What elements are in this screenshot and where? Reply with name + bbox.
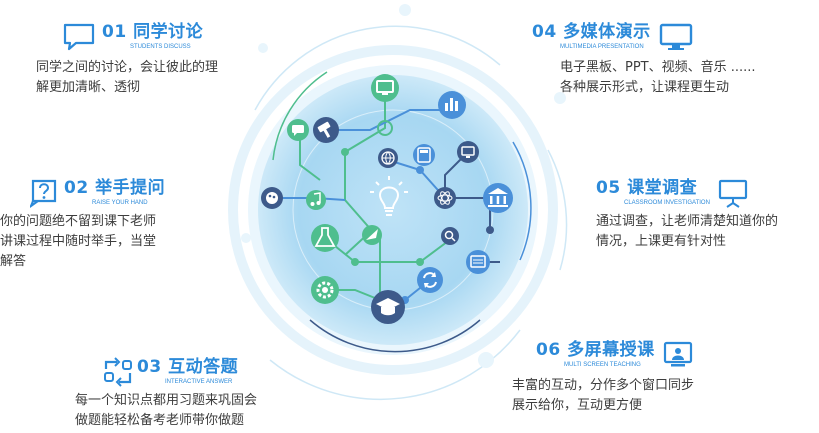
feature-title: 06 多屏幕授课	[536, 340, 655, 360]
node	[448, 106, 456, 114]
feature-interactive-answer: 03 互动答题 INTERACTIVE ANSWER 每一个知识点都用习题来巩固…	[75, 357, 333, 431]
news-icon	[466, 250, 490, 274]
flask-icon	[311, 224, 339, 252]
search-icon	[441, 227, 459, 245]
feature-description: 你的问题绝不留到课下老师 讲课过程中随时举手，当堂 解答	[0, 214, 157, 269]
feature-raise-your-hand: 02 举手提问 RAISE YOUR HAND 你的问题绝不留到课下老师 讲课过…	[0, 178, 240, 272]
feature-multimedia-presentation: 04 多媒体演示 MULTIMEDIA PRESENTATION 电子黑板、PP…	[532, 22, 802, 98]
node	[486, 226, 494, 234]
atom-icon	[434, 187, 456, 209]
chat-icon	[287, 119, 309, 141]
connector-line	[344, 231, 371, 256]
feature-title: 05 课堂调查	[596, 178, 698, 198]
node	[341, 148, 349, 156]
feature-description: 每一个知识点都用习题来巩固会 做题能轻松备考老师带你做题	[75, 393, 258, 428]
feature-title: 02 举手提问	[64, 178, 166, 198]
screen-teaching-icon	[663, 340, 693, 370]
connector-line	[309, 319, 481, 353]
connector-line	[445, 197, 491, 230]
globe-icon	[378, 148, 398, 168]
lightbulb-icon	[370, 176, 408, 216]
feature-subtitle: MULTIMEDIA PRESENTATION	[560, 44, 644, 50]
feature-subtitle: MULTI SCREEN TEACHING	[564, 362, 641, 368]
rocket-icon	[362, 225, 382, 245]
feature-description: 丰富的互动，分作多个窗口同步 展示给你，互动更方便	[512, 378, 695, 413]
palette-icon	[261, 187, 283, 209]
feature-multi-screen-teaching: 06 多屏幕授课 MULTI SCREEN TEACHING 丰富的互动，分作多…	[512, 340, 796, 416]
arc-ring	[254, 25, 501, 111]
calculator-icon	[413, 144, 435, 166]
graduation-cap-icon	[371, 290, 405, 324]
monitor-icon	[659, 22, 693, 52]
interactive-arrows-icon	[103, 357, 133, 387]
connector-line	[324, 235, 456, 263]
connector-line	[326, 109, 452, 131]
dot	[478, 352, 494, 368]
connector-line	[444, 151, 469, 198]
node	[311, 194, 319, 202]
feature-title: 01 同学讨论	[102, 22, 204, 42]
inner-ring	[292, 109, 494, 311]
music-icon	[306, 190, 326, 210]
question-icon	[28, 178, 58, 209]
tv-icon	[457, 141, 479, 163]
feature-description: 电子黑板、PPT、视频、音乐 ...... 各种展示形式，让课程更生动	[560, 60, 756, 95]
gear-icon	[311, 276, 339, 304]
connector-line	[326, 289, 381, 301]
dot	[399, 4, 411, 16]
hub-disc	[258, 75, 528, 345]
arc-ring	[547, 149, 568, 271]
connector-line	[387, 159, 446, 199]
feature-students-discuss: 01 同学讨论 STUDENTS DISCUSS 同学之间的讨论，会让彼此的理 …	[36, 22, 282, 98]
connector-line	[344, 88, 386, 300]
connector-line	[387, 279, 431, 306]
bank-icon	[483, 183, 513, 213]
feature-subtitle: INTERACTIVE ANSWER	[165, 379, 233, 385]
feature-classroom-investigation: 05 课堂调查 CLASSROOM INVESTIGATION 通过调查，让老师…	[596, 178, 816, 252]
connector-line	[512, 141, 532, 261]
bar-chart-icon	[438, 91, 466, 119]
feature-title: 03 互动答题	[137, 357, 239, 377]
node	[377, 120, 393, 136]
presentation-board-icon	[718, 178, 748, 208]
gavel-icon	[313, 117, 339, 143]
connector-line	[272, 197, 346, 201]
node	[416, 258, 424, 266]
feature-subtitle: RAISE YOUR HAND	[92, 200, 148, 206]
monitor-icon	[371, 74, 399, 102]
refresh-icon	[417, 267, 443, 293]
node	[401, 296, 409, 304]
speech-bubble-icon	[62, 22, 96, 52]
feature-title: 04 多媒体演示	[532, 22, 651, 42]
feature-description: 通过调查，让老师清楚知道你的 情况，上课更有针对性	[596, 214, 779, 249]
halo	[248, 65, 538, 355]
feature-description: 同学之间的讨论，会让彼此的理 解更加清晰、透彻	[36, 60, 219, 95]
feature-subtitle: CLASSROOM INVESTIGATION	[624, 200, 710, 206]
node	[416, 166, 424, 174]
node	[351, 258, 359, 266]
outer-ring	[228, 45, 558, 375]
connector-line	[299, 130, 321, 181]
dot	[241, 233, 251, 243]
feature-subtitle: STUDENTS DISCUSS	[130, 44, 191, 50]
